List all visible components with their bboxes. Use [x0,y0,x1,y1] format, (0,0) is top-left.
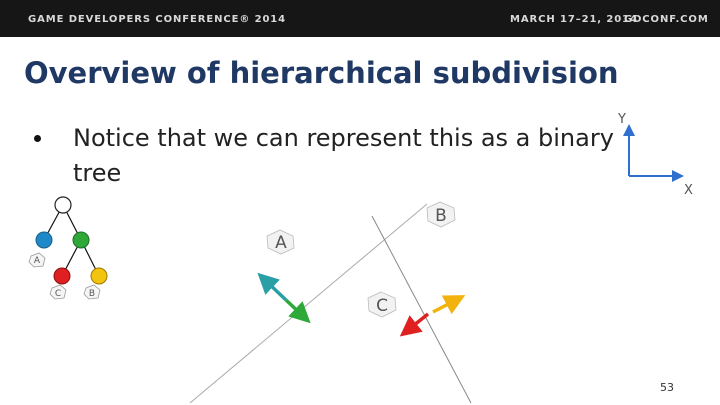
red-arrow [399,312,430,337]
subdivision-line [371,215,472,404]
leaf-label-badge [28,252,46,268]
region-badge [367,291,397,318]
leaf-label-b: B [89,289,95,299]
region-badge [426,201,456,228]
bullet-text: Notice that we can represent this as a b… [73,124,614,187]
bullet-icon [34,135,41,142]
green-arrow [284,298,311,324]
region-label-b: B [435,206,447,226]
slide-title: Overview of hierarchical subdivision [24,56,619,90]
region-badge [266,229,295,255]
page-number: 53 [660,381,674,394]
tree-node-red [53,267,71,285]
y-axis-label: Y [617,112,626,127]
x-axis-label: X [684,183,693,198]
yellow-arrow [432,295,466,315]
leaf-label-badge [83,284,101,300]
conference-name: GAME DEVELOPERS CONFERENCE® 2014 [28,14,287,25]
tree-root-node [54,196,72,214]
conference-dates: MARCH 17–21, 2014 [510,14,638,25]
leaf-label-c: C [55,289,61,299]
region-label-a: A [275,233,287,253]
region-label-c: C [376,296,388,316]
binary-tree: A C B [28,196,108,300]
leaf-label-a: A [34,256,41,266]
leaf-label-badge [49,284,67,300]
conference-website: GDCONF.COM [624,14,709,25]
tree-node-yellow [90,267,108,285]
teal-arrow [257,272,288,302]
tree-node-right [72,231,90,249]
tree-node-left [35,231,53,249]
conference-header-bar: GAME DEVELOPERS CONFERENCE® 2014 MARCH 1… [0,0,720,37]
